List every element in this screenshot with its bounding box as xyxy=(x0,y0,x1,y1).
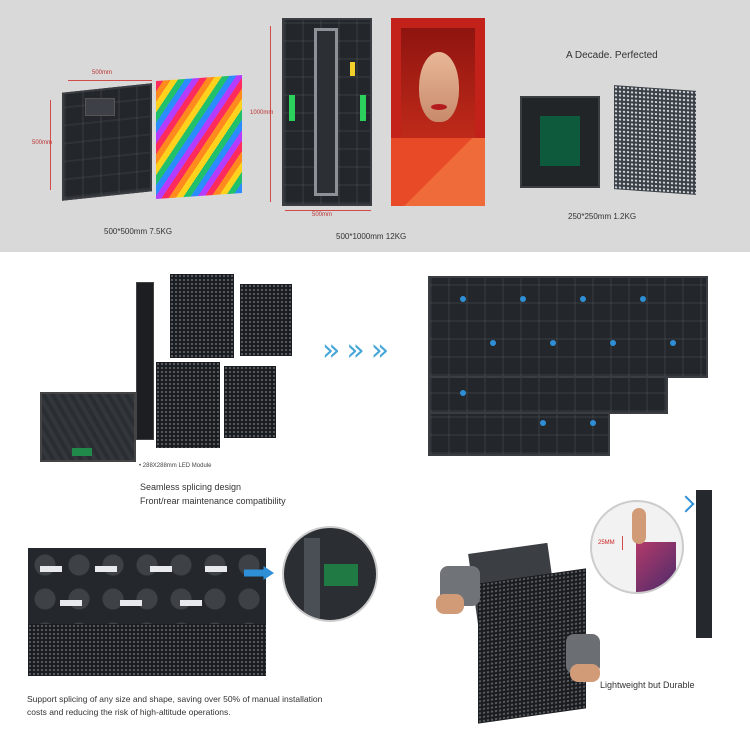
wall-connector-dot-2 xyxy=(520,296,526,302)
portrait-lips xyxy=(431,104,447,110)
cabinet-500x500-caption: 500*500mm 7.5KG xyxy=(104,227,173,236)
dimension-line-500-width xyxy=(285,210,371,211)
splicing-wall-back-image xyxy=(28,548,266,624)
colorful-wave-display-image xyxy=(156,74,242,200)
yellow-module-connector xyxy=(350,62,355,76)
cabinet-500x1000-center-frame xyxy=(314,28,338,196)
slim-panel-side-image xyxy=(696,490,712,638)
cabinet-500x500-handle xyxy=(85,98,115,116)
wall-connector-dot-10 xyxy=(540,420,546,426)
module-size-note: • 288X288mm LED Module xyxy=(139,463,212,469)
thickness-dimension-line xyxy=(622,536,623,550)
splicing-wall-label-strip-3 xyxy=(150,566,172,572)
lightweight-caption: Lightweight but Durable xyxy=(600,680,695,690)
wall-connector-dot-11 xyxy=(590,420,596,426)
cabinet-500x1000-caption: 500*1000mm 12KG xyxy=(336,232,407,241)
wall-connector-dot-9 xyxy=(460,390,466,396)
splicing-wall-label-strip-1 xyxy=(40,566,62,572)
thickness-detail-circle xyxy=(590,500,684,594)
portrait-woman-red-hood-display-image xyxy=(391,18,485,206)
splicing-wall-front-image xyxy=(28,624,266,676)
splicing-wall-label-strip-2 xyxy=(95,566,117,572)
led-module-back-image xyxy=(40,392,136,462)
wall-connector-dot-5 xyxy=(490,340,496,346)
dimension-line-height xyxy=(50,100,51,190)
cabinet-250x250-back-image xyxy=(520,96,600,188)
cabinet-250x250-led-front-image xyxy=(614,85,696,195)
green-module-connector-right xyxy=(360,95,366,121)
wall-connector-dot-7 xyxy=(610,340,616,346)
detail-green-board xyxy=(324,564,358,586)
feature-maintenance: Front/rear maintenance compatibility xyxy=(140,496,286,506)
splicing-wall-label-strip-7 xyxy=(180,600,202,606)
thickness-label: 25MM xyxy=(598,540,615,546)
thickness-arrow-icon xyxy=(677,495,695,513)
process-arrows-icon: »»» xyxy=(322,333,396,368)
assembled-cabinet-wall-bottom xyxy=(428,412,610,456)
dimension-line-width xyxy=(68,80,152,81)
tagline: A Decade. Perfected xyxy=(566,50,658,61)
dimension-1000-height-label: 1000mm xyxy=(250,110,274,116)
detail-panel-edge xyxy=(304,538,320,618)
wall-connector-dot-8 xyxy=(670,340,676,346)
portrait-face xyxy=(419,52,459,122)
module-green-connector xyxy=(72,448,92,456)
splicing-description-line2: costs and reducing the risk of high-alti… xyxy=(27,707,231,717)
wall-connector-dot-4 xyxy=(640,296,646,302)
wall-connector-dot-3 xyxy=(580,296,586,302)
worker-hand-left xyxy=(436,594,464,614)
splicing-wall-label-strip-6 xyxy=(120,600,142,606)
splicing-wall-label-strip-4 xyxy=(205,566,227,572)
green-module-connector-left xyxy=(289,95,295,121)
thickness-finger xyxy=(632,508,646,544)
splicing-description-line1: Support splicing of any size and shape, … xyxy=(27,694,323,704)
dimension-500-width-label: 500mm xyxy=(312,212,333,218)
dimension-height-label: 500mm xyxy=(32,140,53,146)
detail-arrow-icon xyxy=(244,566,274,580)
assembled-cabinet-wall-lower xyxy=(428,376,668,414)
splicing-frame-structure xyxy=(136,282,154,440)
cabinet-250x250-green-board xyxy=(540,116,580,166)
dimension-line-1000-height xyxy=(270,26,271,202)
wall-connector-dot-1 xyxy=(460,296,466,302)
assembled-cabinet-wall-image xyxy=(428,276,708,378)
splicing-wall-label-strip-5 xyxy=(60,600,82,606)
led-panel-bottom-left xyxy=(156,362,220,448)
dimension-width-label: 500mm xyxy=(92,70,113,76)
cabinet-250x250-caption: 250*250mm 1.2KG xyxy=(568,212,637,221)
led-panel-top-right xyxy=(240,284,292,356)
rear-maintenance-detail-circle xyxy=(282,526,378,622)
thickness-panel-edge xyxy=(636,542,676,592)
led-panel-top-left xyxy=(170,274,234,358)
feature-seamless-splicing: Seamless splicing design xyxy=(140,482,242,492)
led-panel-bottom-right xyxy=(224,366,276,438)
wall-connector-dot-6 xyxy=(550,340,556,346)
worker-hand-right xyxy=(570,664,600,682)
portrait-hood-fold xyxy=(391,138,485,206)
